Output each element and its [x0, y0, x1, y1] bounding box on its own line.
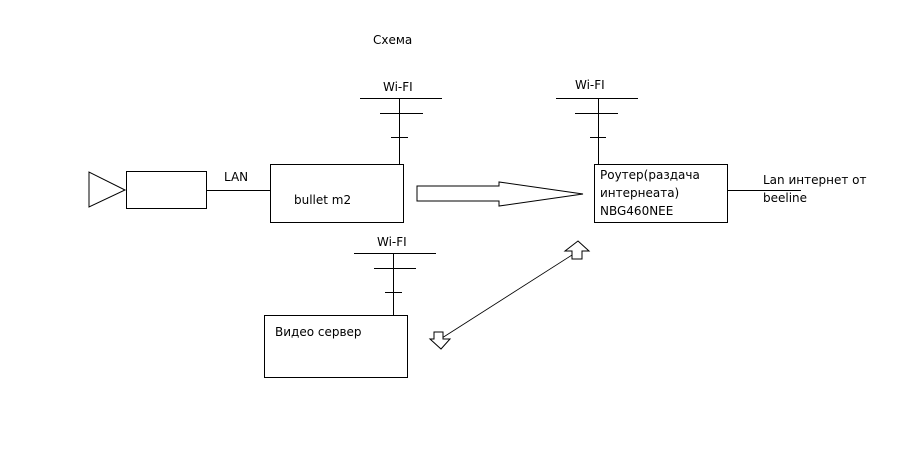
antenna-router: [556, 98, 638, 164]
router-label-line-2: интернеата): [600, 186, 680, 200]
uplink-label-line-1: Lan интернет от: [763, 173, 867, 187]
antenna-label-bullet: Wi-FI: [383, 80, 413, 94]
antenna-label-router: Wi-FI: [575, 78, 605, 92]
uplink-label-line-2: beeline: [763, 191, 808, 205]
wireless-link-arrow: [416, 181, 584, 207]
router-label-line-3: NBG460NEE: [600, 204, 674, 218]
lan-link-label: LAN: [224, 170, 249, 184]
bullet-label: bullet m2: [294, 193, 352, 207]
video-server-label: Видео сервер: [275, 325, 362, 339]
arrow-up-head: [563, 240, 591, 260]
antenna-bullet: [360, 98, 442, 165]
source-device-box: [126, 171, 207, 209]
bullet-box: [270, 164, 404, 223]
video-server-box: [264, 315, 408, 378]
diagram-title: Схема: [373, 33, 413, 47]
arrow-down-head: [428, 331, 452, 350]
antenna-label-video-server: Wi-FI: [377, 235, 407, 249]
diagonal-link-line: [441, 247, 584, 339]
input-triangle-shape: [88, 171, 127, 208]
router-box: [594, 164, 728, 223]
router-label-line-1: Роутер(раздача: [600, 168, 700, 182]
antenna-video-server: [354, 253, 436, 316]
